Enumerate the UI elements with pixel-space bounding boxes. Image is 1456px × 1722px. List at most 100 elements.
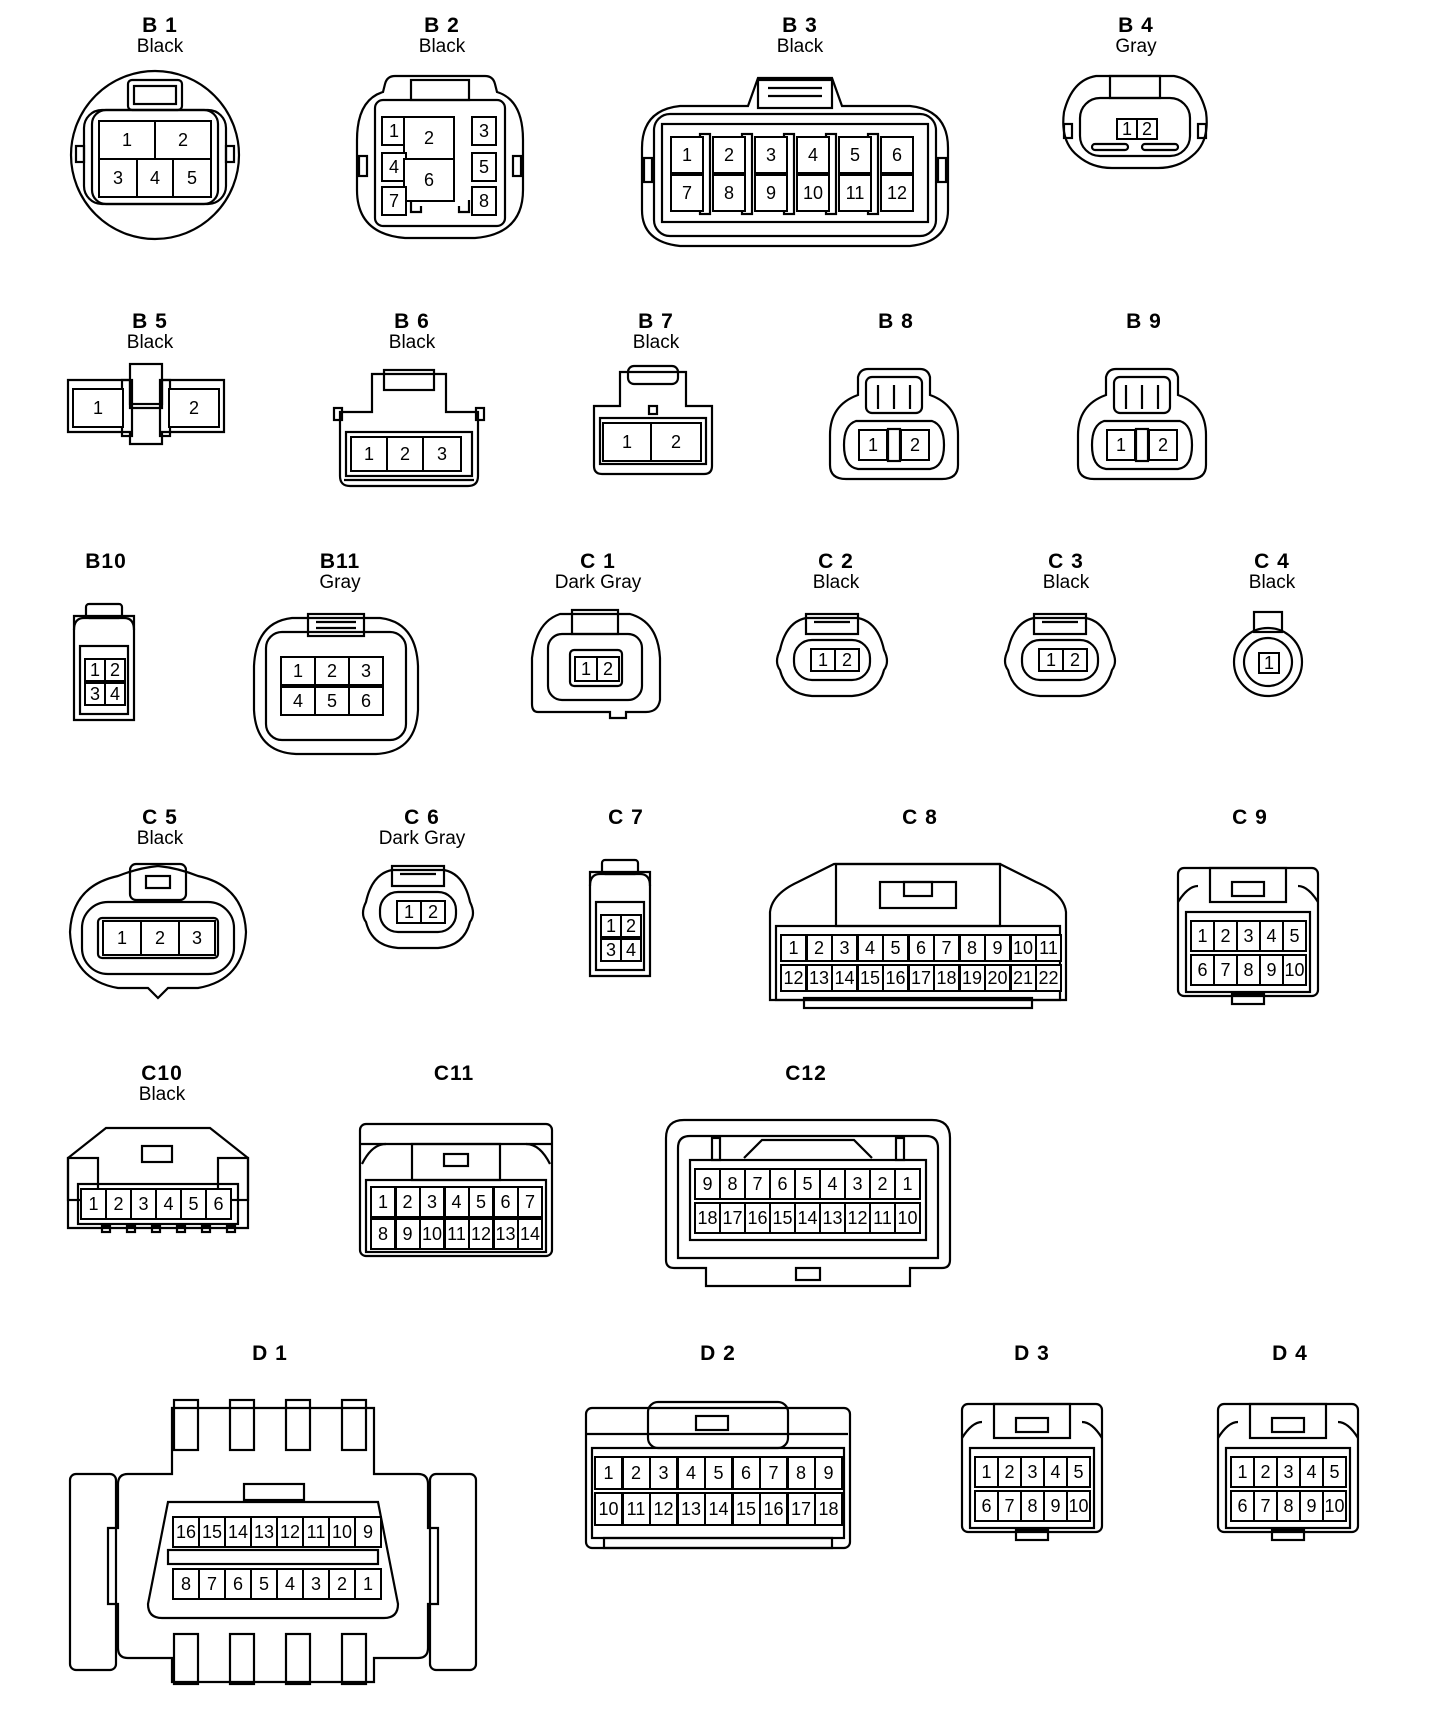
pin-c12-15: 15 [769,1202,796,1234]
pin-d1-6: 6 [224,1568,252,1600]
pin-c12-13: 13 [819,1202,846,1234]
pin-b3-4: 4 [796,136,830,174]
pin-c12-1: 1 [894,1168,921,1200]
pin-b2-8: 8 [471,186,497,216]
pin-d2-14: 14 [704,1492,733,1526]
connector-id-c12: C12 [785,1062,827,1085]
pin-d1-15: 15 [198,1516,226,1548]
pin-b7-2: 2 [650,422,702,462]
pin-c8-11: 11 [1035,934,1062,962]
pin-c12-8: 8 [719,1168,746,1200]
pin-b10-2: 2 [104,658,126,682]
pin-d3-8: 8 [1020,1490,1045,1522]
pin-b2-4: 4 [381,152,407,182]
pin-c8-17: 17 [907,964,935,992]
connector-body-b2 [355,74,525,240]
pin-b4-2: 2 [1136,118,1158,140]
pin-c4-1: 1 [1258,652,1280,674]
pin-c6-2: 2 [420,900,446,924]
pin-c12-4: 4 [819,1168,846,1200]
pin-c12-10: 10 [894,1202,921,1234]
pin-d4-10: 10 [1322,1490,1347,1522]
connector-color-b2: Black [418,36,466,57]
pin-c8-1: 1 [780,934,807,962]
pin-b5-1: 1 [72,388,124,428]
pin-b2-2: 2 [403,116,455,160]
pin-d3-1: 1 [974,1456,999,1488]
pin-b10-1: 1 [84,658,106,682]
pin-b11-4: 4 [280,686,316,716]
pin-c11-10: 10 [419,1218,445,1250]
connector-body-b7 [592,364,714,476]
pin-c10-2: 2 [105,1188,132,1220]
connector-id-b9: B 9 [1126,310,1162,333]
pin-b10-3: 3 [84,682,106,706]
connector-id-d3: D 3 [1014,1342,1050,1365]
pin-c9-3: 3 [1236,920,1261,952]
pin-d3-10: 10 [1066,1490,1091,1522]
connector-body-c11 [358,1122,554,1258]
connector-body-c8 [768,862,1068,1010]
connector-body-d1 [68,1398,478,1686]
pin-b3-6: 6 [880,136,914,174]
pin-b7-1: 1 [602,422,652,462]
connector-id-d2: D 2 [700,1342,736,1365]
connector-id-c5: C 5 [142,806,178,829]
connector-id-c8: C 8 [902,806,938,829]
pin-d4-5: 5 [1322,1456,1347,1488]
connector-color-b7: Black [632,332,680,353]
pin-c11-12: 12 [468,1218,494,1250]
pin-b1-2: 2 [154,120,212,160]
connector-id-c6: C 6 [404,806,440,829]
connector-body-b9 [1076,367,1208,481]
pin-d1-8: 8 [172,1568,200,1600]
pin-b3-2: 2 [712,136,746,174]
pin-b11-6: 6 [348,686,384,716]
pin-b11-1: 1 [280,656,316,686]
pin-d1-7: 7 [198,1568,226,1600]
pin-c12-6: 6 [769,1168,796,1200]
pin-d2-7: 7 [759,1456,788,1490]
pin-c11-1: 1 [370,1186,396,1218]
pin-c10-6: 6 [205,1188,232,1220]
pin-c5-3: 3 [178,920,216,956]
pin-d1-1: 1 [354,1568,382,1600]
connector-color-b6: Black [388,332,436,353]
pin-c10-1: 1 [80,1188,107,1220]
pin-c11-13: 13 [492,1218,519,1250]
pin-c8-5: 5 [882,934,909,962]
pin-b9-2: 2 [1148,429,1178,461]
pin-c12-11: 11 [869,1202,896,1234]
pin-d2-5: 5 [704,1456,733,1490]
pin-d1-11: 11 [302,1516,330,1548]
pin-d2-11: 11 [621,1492,651,1526]
pin-b3-11: 11 [838,174,872,212]
pin-c9-10: 10 [1282,954,1307,986]
connector-id-b11: B11 [319,550,361,573]
pin-b8-2: 2 [900,429,930,461]
pin-c5-1: 1 [102,920,142,956]
connector-color-b1: Black [136,36,184,57]
pin-c12-9: 9 [694,1168,721,1200]
connector-body-d3 [960,1402,1104,1542]
pin-c8-18: 18 [933,964,960,992]
pin-d2-9: 9 [814,1456,843,1490]
pin-c11-4: 4 [443,1186,470,1218]
pin-d2-13: 13 [676,1492,706,1526]
connector-id-b1: B 1 [142,14,178,37]
pin-c7-2: 2 [620,914,642,938]
pin-c12-5: 5 [794,1168,821,1200]
pin-c1-1: 1 [574,656,598,682]
pin-b6-1: 1 [350,436,388,472]
pin-c8-22: 22 [1035,964,1062,992]
connector-body-c9 [1176,866,1320,1006]
pin-b3-9: 9 [754,174,788,212]
pin-c11-8: 8 [370,1218,396,1250]
connector-id-c9: C 9 [1232,806,1268,829]
pin-b2-7: 7 [381,186,407,216]
pin-b4-1: 1 [1116,118,1138,140]
pin-c8-6: 6 [907,934,935,962]
connector-id-c7: C 7 [608,806,644,829]
connector-id-c1: C 1 [580,550,616,573]
pin-b3-5: 5 [838,136,872,174]
